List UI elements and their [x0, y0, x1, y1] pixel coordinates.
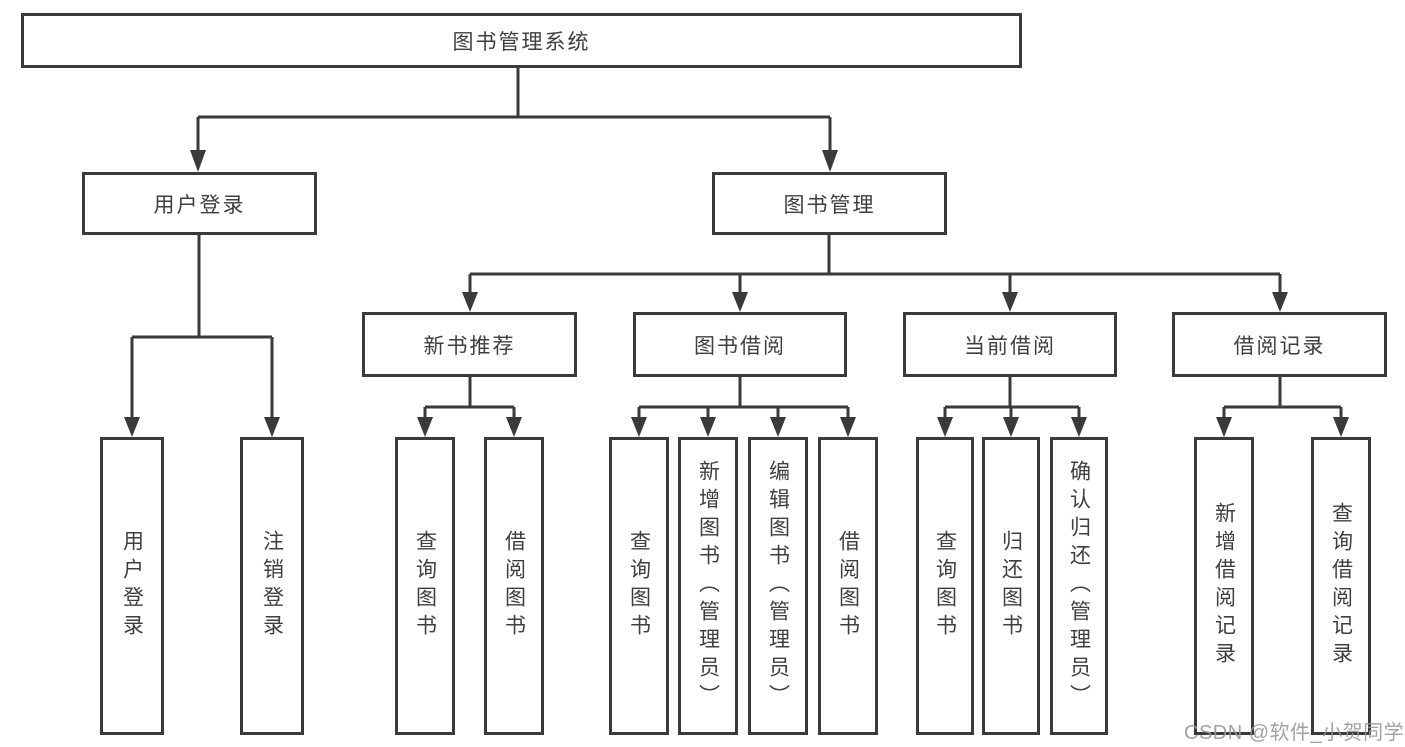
leaf-current-query-book: 查询图书 — [916, 437, 974, 735]
csdn-watermark: CSDN @软件_小贺同学 — [1184, 722, 1405, 744]
leaf-user-login: 用户登录 — [100, 437, 164, 735]
node-new-book-recommend: 新书推荐 — [362, 312, 577, 377]
leaf-current-return-book: 归还图书 — [982, 437, 1040, 735]
leaf-current-confirm-return-admin: 确认归还（管理员） — [1050, 437, 1108, 735]
node-book-management: 图书管理 — [712, 172, 947, 235]
node-current-borrow: 当前借阅 — [903, 312, 1117, 377]
leaf-recommend-query-book: 查询图书 — [395, 437, 455, 735]
leaf-borrow-add-book-admin: 新增图书（管理员） — [678, 437, 738, 735]
leaf-borrow-query-book: 查询图书 — [609, 437, 669, 735]
leaf-borrow-edit-book-admin: 编辑图书（管理员） — [748, 437, 808, 735]
node-borrow-records: 借阅记录 — [1172, 312, 1387, 377]
leaf-records-query-record: 查询借阅记录 — [1311, 437, 1371, 735]
leaf-borrow-borrow-book: 借阅图书 — [818, 437, 878, 735]
node-root-system: 图书管理系统 — [21, 13, 1022, 68]
node-user-login: 用户登录 — [82, 172, 317, 235]
node-book-borrow: 图书借阅 — [633, 312, 847, 377]
leaf-records-add-record: 新增借阅记录 — [1194, 437, 1254, 735]
leaf-logout: 注销登录 — [240, 437, 304, 735]
leaf-recommend-borrow-book: 借阅图书 — [484, 437, 544, 735]
